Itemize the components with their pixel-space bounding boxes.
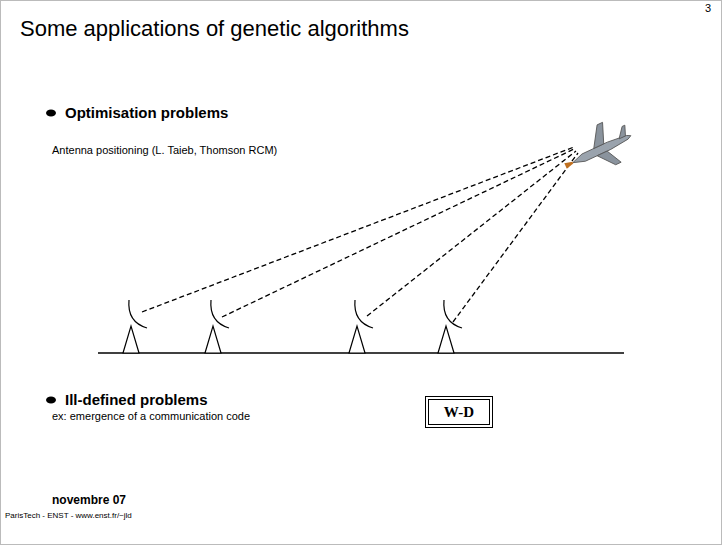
box-label: W-D xyxy=(444,404,474,421)
footer-source: ParisTech - ENST - www.enst.fr/~jld xyxy=(5,511,132,520)
bullet xyxy=(46,110,56,117)
antenna-symbols xyxy=(123,300,462,353)
page-number: 3 xyxy=(705,2,711,15)
sight-lines xyxy=(142,147,578,322)
example-caption: ex: emergence of a communication code xyxy=(52,410,250,423)
slide-title: Some applications of genetic algorithms xyxy=(20,16,409,41)
bullet-heading: Ill-defined problems xyxy=(65,391,208,408)
footer-date: novembre 07 xyxy=(52,494,126,508)
framed-box: W-D xyxy=(425,396,493,428)
bullet-heading: Optimisation problems xyxy=(65,104,228,121)
jet-plane xyxy=(555,114,639,184)
bullet xyxy=(46,397,56,404)
example-caption: Antenna positioning (L. Taieb, Thomson R… xyxy=(52,144,277,157)
